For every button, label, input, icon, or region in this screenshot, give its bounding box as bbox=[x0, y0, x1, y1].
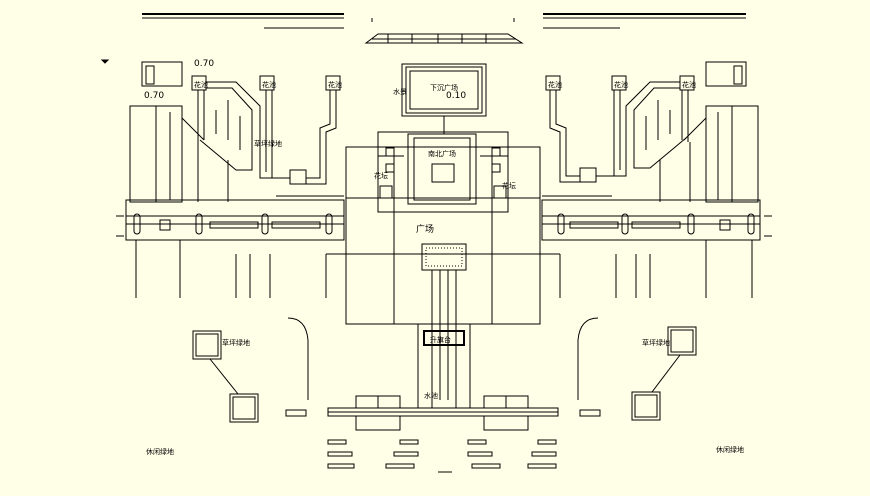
rest-area-label: 休闲绿地 bbox=[716, 445, 744, 454]
planter-label: 花池 bbox=[682, 80, 696, 89]
rest-area-label: 休闲绿地 bbox=[146, 447, 174, 456]
fountain-label: 水景 bbox=[393, 87, 407, 96]
central-axis bbox=[417, 270, 471, 408]
pavilion-label: 花坛 bbox=[502, 181, 516, 190]
planter-label: 花池 bbox=[614, 80, 628, 89]
right-wing bbox=[540, 61, 772, 421]
leisure-green-label: 草坪绿地 bbox=[222, 338, 250, 347]
central-plaza bbox=[345, 131, 541, 325]
planter-label: 花池 bbox=[328, 80, 342, 89]
triangle-marker-icon bbox=[100, 59, 110, 64]
leisure-green-label: 草坪绿地 bbox=[642, 338, 670, 347]
left-wing bbox=[116, 61, 346, 423]
pavilion-label: 花坛 bbox=[374, 171, 388, 180]
elev-label: 0.70 bbox=[144, 91, 164, 101]
title-bar bbox=[142, 13, 746, 44]
water-channel-label: 水池 bbox=[424, 391, 438, 400]
planter-label: 花池 bbox=[548, 80, 562, 89]
sunken-plaza-panel bbox=[401, 63, 487, 134]
planter-label: 花池 bbox=[194, 80, 208, 89]
green-label: 草坪绿地 bbox=[254, 139, 282, 148]
stage-label: 升旗台 bbox=[430, 335, 451, 344]
sunken-plaza-label: 下沉广场 bbox=[430, 83, 458, 92]
elev-label: 0.10 bbox=[446, 91, 466, 101]
square-name-label: 广场 bbox=[416, 223, 434, 235]
north-gate-label: 南北广场 bbox=[428, 149, 456, 158]
entry-road bbox=[285, 395, 601, 473]
planter-label: 花池 bbox=[262, 80, 276, 89]
drawing-labels: 0.70 0.70 0.10 下沉广场 水景 南北广场 花坛 花坛 草坪绿地 广… bbox=[144, 59, 744, 456]
elev-label: 0.70 bbox=[194, 59, 214, 69]
